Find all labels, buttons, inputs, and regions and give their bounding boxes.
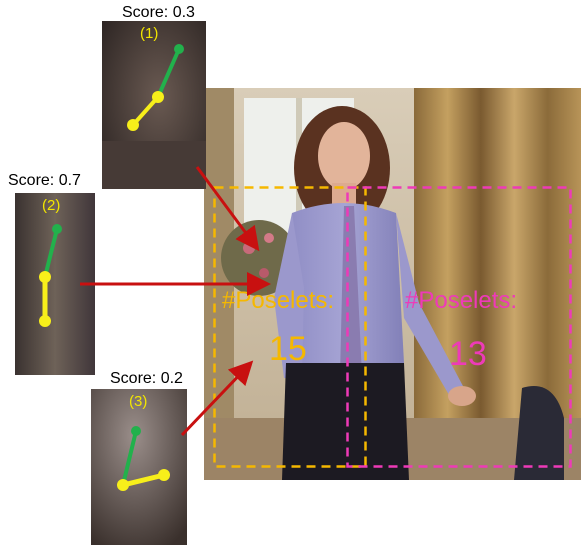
patch-1-lower-limb (131, 95, 160, 127)
patch-3-upper-limb (121, 430, 138, 486)
patch-1-index: (1) (140, 25, 159, 42)
person-photo (204, 88, 581, 480)
left-box-count: 15 (269, 330, 307, 368)
patch-3-score: Score: 0.2 (110, 370, 183, 387)
arrow-1 (195, 166, 260, 252)
left-box-label: #Poselets: (222, 287, 335, 314)
patch-2-upper-limb (43, 228, 59, 278)
right-box-label: #Poselets: (405, 287, 518, 314)
patch-3-lower-limb (122, 472, 165, 488)
patch-2-score: Score: 0.7 (8, 172, 81, 189)
patch-1-score: Score: 0.3 (122, 4, 195, 21)
left-poselet-box (213, 186, 367, 468)
patch-1-upper-limb (156, 48, 181, 98)
patch-2-index: (2) (42, 197, 61, 214)
right-box-count: 13 (449, 335, 487, 373)
patch-3-index: (3) (129, 393, 148, 410)
right-poselet-box (346, 186, 572, 468)
right-box-outline (346, 186, 572, 468)
poselet-patch-3: (3) (91, 389, 187, 545)
left-box-outline (213, 186, 367, 468)
arrow-3 (180, 360, 254, 437)
poselet-patch-1: (1) (102, 21, 206, 189)
